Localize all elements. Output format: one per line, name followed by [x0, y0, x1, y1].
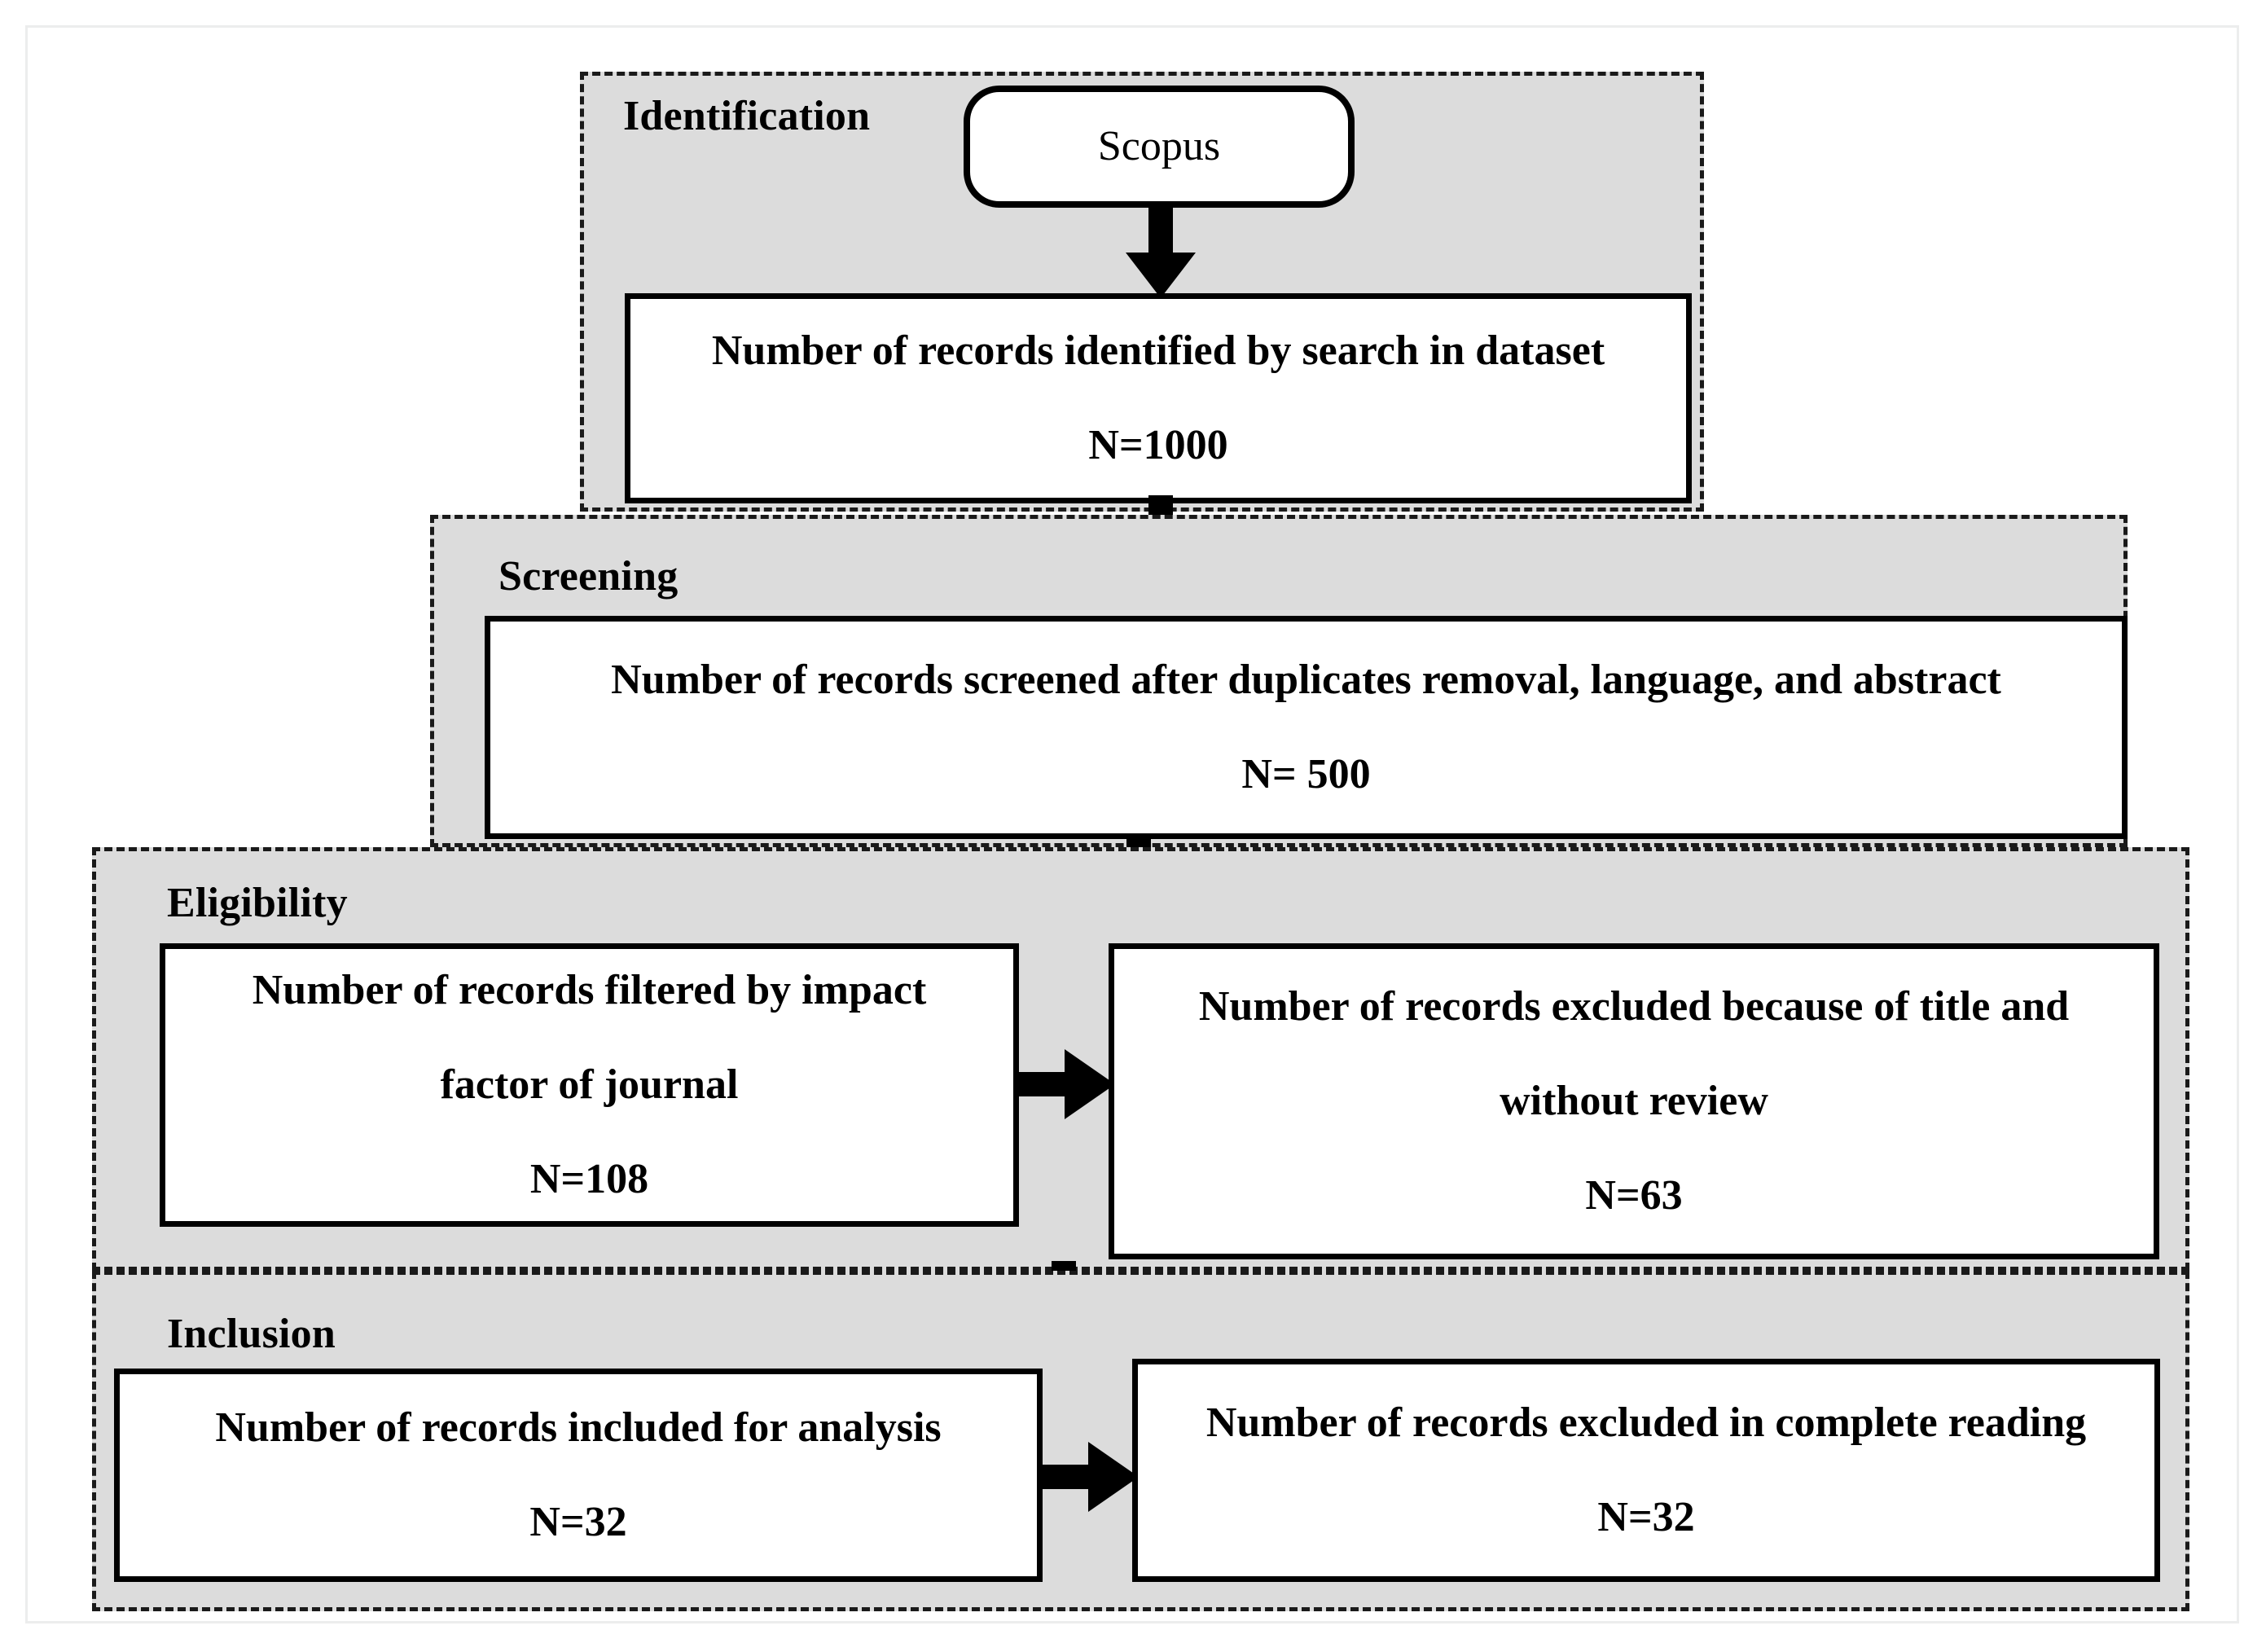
node-excluded-title-text-line2: without review: [1500, 1078, 1768, 1125]
node-filtered-text-line1: Number of records filtered by impact: [252, 967, 927, 1014]
arrow-included-to-excluded-reading: [1043, 1442, 1139, 1512]
node-excluded-reading-text: Number of records excluded in complete r…: [1205, 1399, 2087, 1447]
stage-label-identification: Identification: [623, 93, 871, 139]
node-screened-count: N= 500: [1241, 751, 1371, 797]
node-excluded-title-count: N=63: [1585, 1171, 1683, 1219]
arrow-source-to-identified: [1126, 202, 1196, 298]
node-filtered-text-line2: factor of journal: [440, 1061, 739, 1109]
node-excluded-reading-count: N=32: [1597, 1494, 1695, 1540]
node-excluded-title-text-line1: Number of records excluded because of ti…: [1198, 983, 2070, 1030]
node-excluded-title: Number of records excluded because of ti…: [1109, 943, 2159, 1259]
node-source-scopus: Scopus: [964, 86, 1355, 208]
node-filtered-count: N=108: [529, 1155, 649, 1202]
stage-label-inclusion: Inclusion: [167, 1311, 336, 1357]
node-excluded-reading: Number of records excluded in complete r…: [1132, 1359, 2160, 1582]
node-included: Number of records included for analysis …: [114, 1369, 1043, 1582]
node-included-text: Number of records included for analysis: [215, 1404, 942, 1452]
node-screened: Number of records screened after duplica…: [485, 616, 2128, 839]
node-identified: Number of records identified by search i…: [625, 293, 1692, 503]
node-included-count: N=32: [529, 1499, 627, 1545]
arrow-filtered-to-excluded-title: [1019, 1049, 1115, 1119]
node-filtered: Number of records filtered by impact fac…: [160, 943, 1019, 1227]
stage-label-eligibility: Eligibility: [167, 880, 348, 926]
node-identified-count: N=1000: [1088, 422, 1228, 468]
node-screened-text: Number of records screened after duplica…: [611, 657, 2001, 704]
outer-frame: [25, 25, 2239, 1623]
stage-label-screening: Screening: [498, 553, 678, 600]
node-identified-text: Number of records identified by search i…: [711, 327, 1605, 375]
node-source-text: Scopus: [1097, 123, 1221, 170]
